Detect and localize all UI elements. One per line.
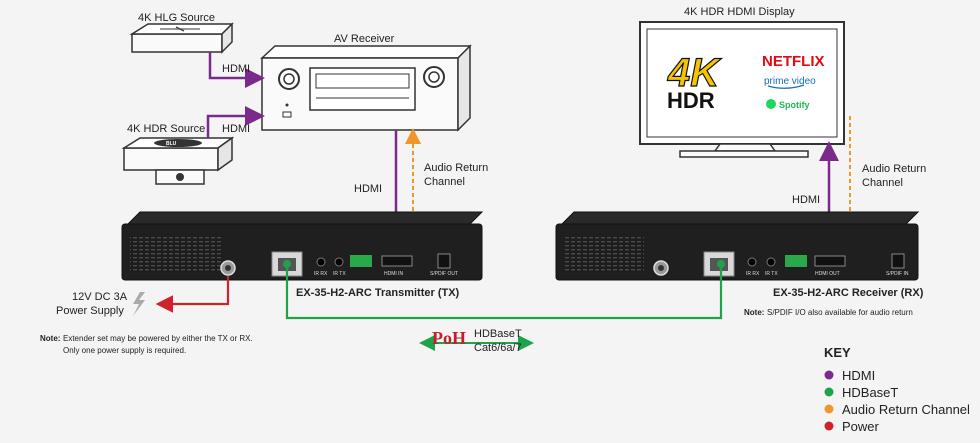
- tx-port-hdmi-in: HDMI IN: [384, 271, 404, 277]
- poh-logo: PoH: [432, 328, 466, 348]
- legend-item-power: Power: [842, 419, 880, 434]
- legend-swatch-hdbaset: [824, 387, 834, 397]
- display-device: [639, 21, 845, 158]
- left-note-line1: Extender set may be powered by either th…: [63, 334, 253, 343]
- right-note-text: S/PDIF I/O also available for audio retu…: [767, 308, 913, 317]
- power-lightning-icon: [133, 292, 145, 316]
- screen-netflix-logo: NETFLIX: [762, 53, 825, 70]
- arc-tx-label-2: Channel: [424, 176, 465, 188]
- tx-port-ir-tx: IR TX: [333, 271, 346, 277]
- rx-port-ir-tx: IR TX: [765, 271, 778, 277]
- hdbaset-label-2: Cat6/6a/7: [474, 342, 522, 354]
- rx-port-ir-rx: IR RX: [746, 271, 760, 277]
- legend-item-hdmi: HDMI: [842, 368, 875, 383]
- av-receiver-device: [260, 44, 472, 132]
- hdr-source-label: 4K HDR Source: [127, 123, 205, 135]
- power-supply-label-1: 12V DC 3A: [72, 291, 128, 303]
- hlg-source-label: 4K HLG Source: [138, 12, 215, 24]
- receiver-device: [555, 211, 920, 281]
- power-supply-label-2: Power Supply: [56, 305, 124, 317]
- screen-prime-logo: prime video: [764, 76, 816, 87]
- hlg-source-device: [129, 22, 234, 54]
- arc-rx-label-2: Channel: [862, 177, 903, 189]
- legend: KEY HDMI HDBaseT Audio Return Channel Po…: [824, 345, 970, 434]
- hdmi-tx-label: HDMI: [354, 183, 382, 195]
- screen-spotify-logo: Spotify: [779, 100, 810, 110]
- transmitter-label: EX-35-H2-ARC Transmitter (TX): [296, 287, 460, 299]
- legend-item-arc: Audio Return Channel: [842, 402, 970, 417]
- legend-title: KEY: [824, 345, 851, 360]
- hdmi-rx-label: HDMI: [792, 194, 820, 206]
- legend-swatch-hdmi: [824, 370, 834, 380]
- tx-port-ir-rx: IR RX: [314, 271, 328, 277]
- legend-item-hdbaset: HDBaseT: [842, 385, 898, 400]
- power-cable: [155, 276, 230, 313]
- display-label: 4K HDR HDMI Display: [684, 6, 795, 18]
- hdbaset-cable: [283, 260, 725, 351]
- tx-port-spdif-out: S/PDIF OUT: [430, 271, 458, 277]
- hdmi-cable-hlg: [208, 52, 265, 88]
- hdmi-hlg-label: HDMI: [222, 63, 250, 75]
- arc-rx-label-1: Audio Return: [862, 163, 926, 175]
- arc-tx-label-1: Audio Return: [424, 162, 488, 174]
- hdmi-cable-hdr: [206, 106, 265, 138]
- right-note-bold: Note:: [744, 308, 764, 317]
- transmitter-device: [121, 211, 484, 281]
- screen-4k-logo: 4K: [667, 51, 722, 95]
- rx-port-hdmi-out: HDMI OUT: [815, 271, 840, 277]
- left-note-line2: Only one power supply is required.: [63, 346, 186, 355]
- screen-hdr-logo: HDR: [667, 88, 715, 113]
- left-note-bold: Note:: [40, 334, 60, 343]
- legend-swatch-power: [824, 421, 834, 431]
- hdbaset-label-1: HDBaseT: [474, 328, 522, 340]
- hdmi-hdr-label: HDMI: [222, 123, 250, 135]
- spotify-icon: [766, 99, 776, 109]
- rx-port-spdif-in: S/PDIF IN: [886, 271, 909, 277]
- legend-swatch-arc: [824, 404, 834, 414]
- svg-text:BLU: BLU: [166, 141, 177, 147]
- receiver-label: EX-35-H2-ARC Receiver (RX): [773, 287, 924, 299]
- hdr-source-device: BLU: [121, 136, 235, 185]
- av-receiver-label: AV Receiver: [334, 33, 395, 45]
